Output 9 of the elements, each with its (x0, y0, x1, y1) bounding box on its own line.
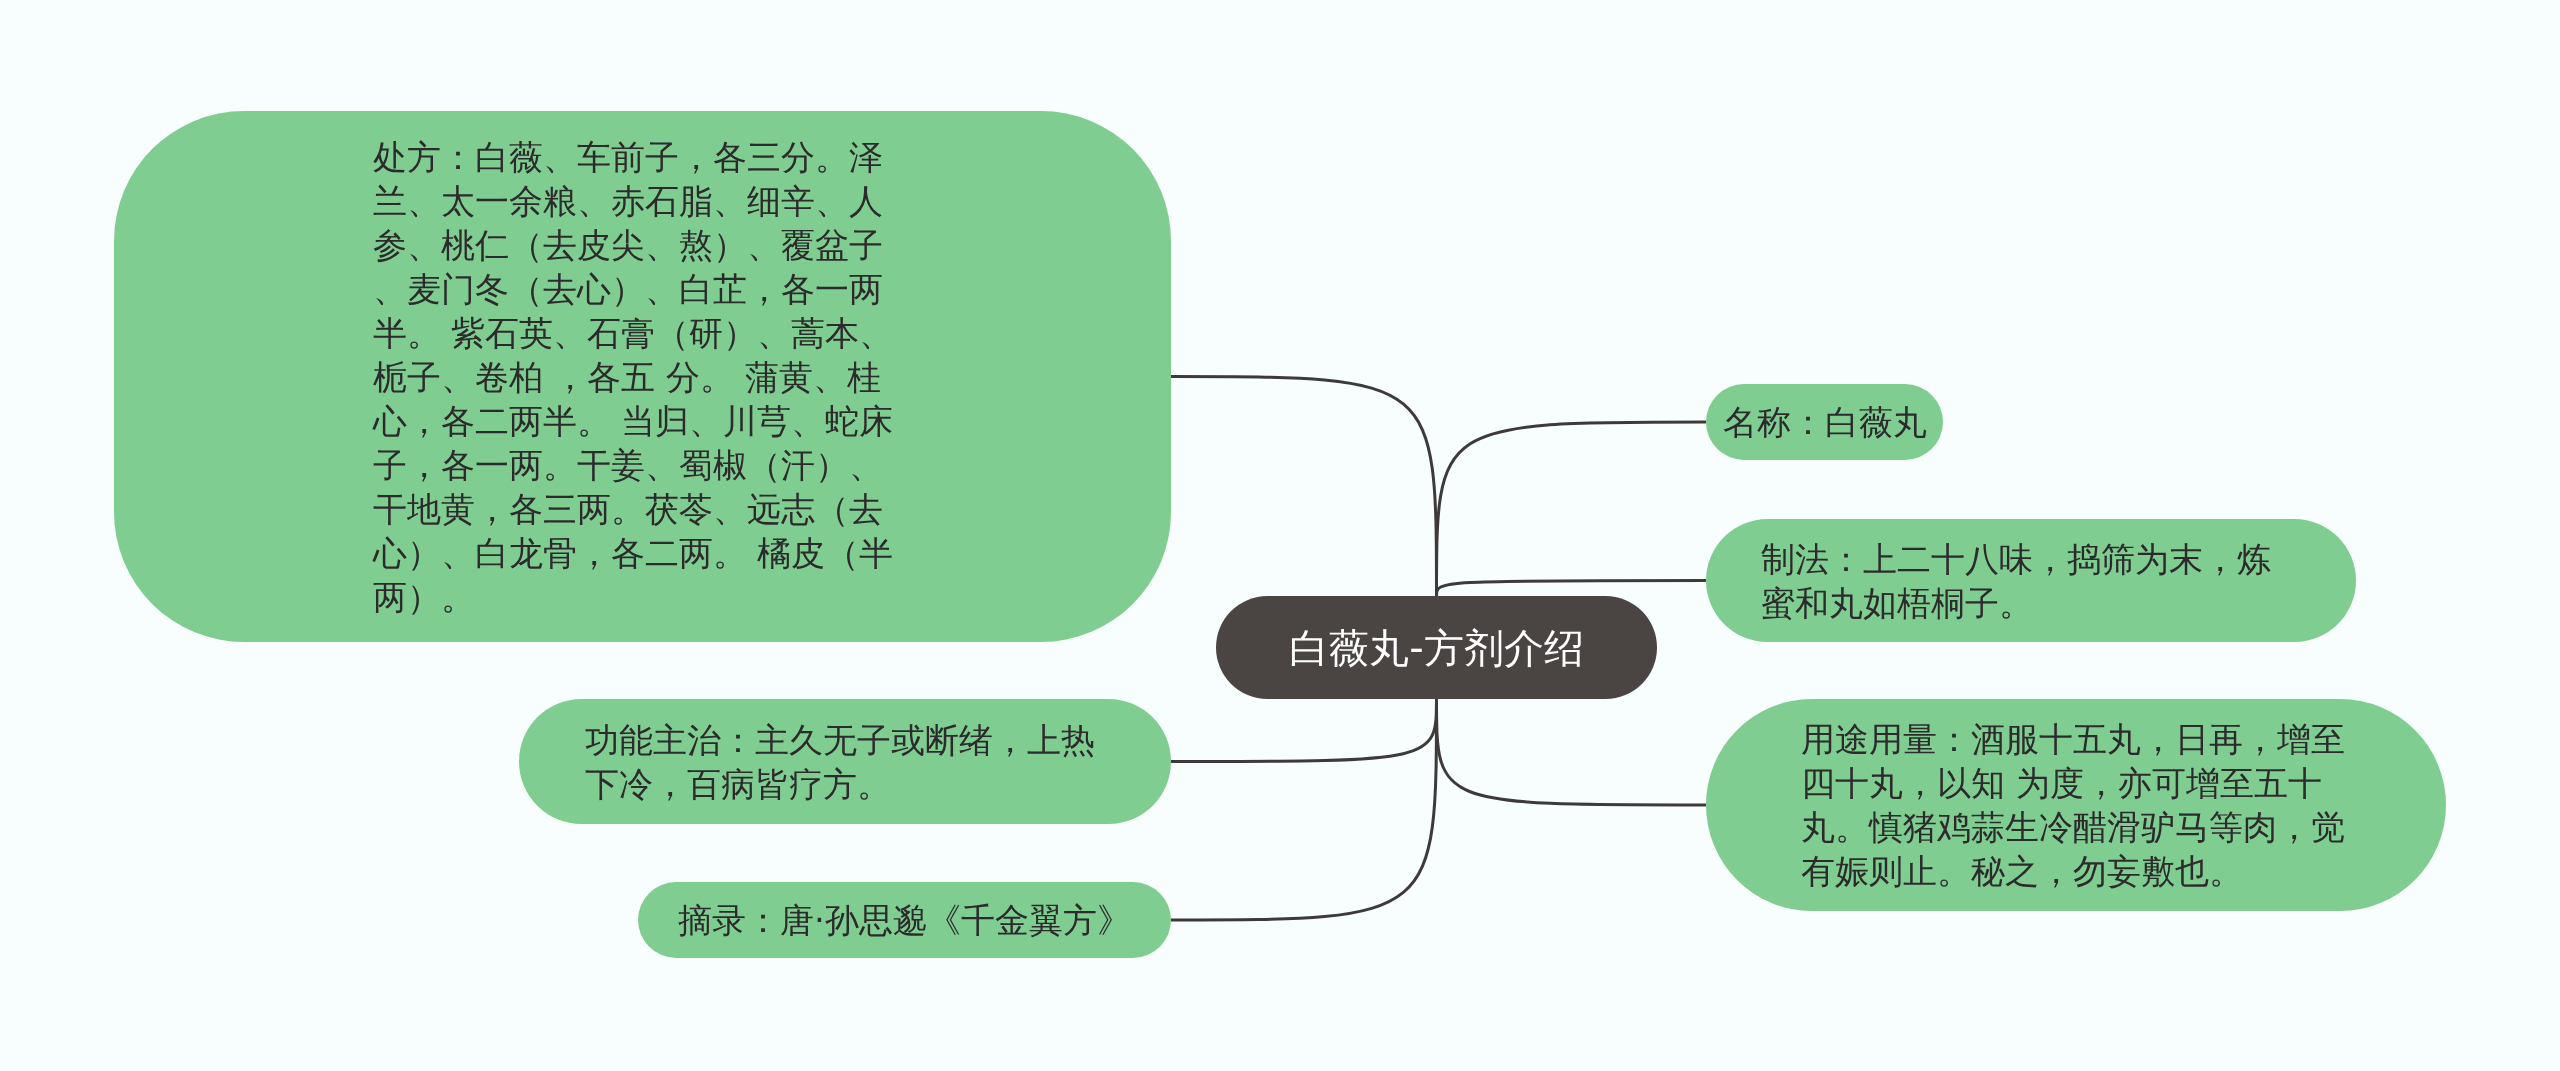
topic-pill: 制法：上二十八味，捣筛为末，炼蜜和丸如梧桐子。 (1706, 519, 2356, 642)
connector (1435, 579, 1706, 597)
topic-pill: 用途用量：酒服十五丸，日再，增至四十丸，以知 为度，亦可增至五十丸。慎猪鸡蒜生冷醋滑驴马等肉，觉有娠则止。秘之，勿妄敷也。 (1706, 699, 2446, 911)
connector (1435, 699, 1706, 807)
topic-pill: 名称：白薇丸 (1706, 384, 1943, 460)
central-topic: 白薇丸-方剂介绍 (1216, 596, 1657, 699)
topic-pill: 处方：白薇、车前子，各三分。泽兰、太一余粮、赤石脂、细辛、人参、桃仁（去皮尖、熬）、覆盆子、麦门冬（去心）、白芷，各一两半。 紫石英、石膏（研）、蒿本、栀子、卷柏 ，各五 分。 蒲黄、桂心，各二两半。 当归、川芎、蛇床子，各一两。干姜、蜀椒（汗）、干地黄，各三两。茯苓、远志（去心）、白龙骨，各二两。 橘皮（半两）。 (114, 111, 1171, 642)
topic-pill: 摘录：唐·孙思邈《千金翼方》 (638, 882, 1171, 958)
topic-pill: 功能主治：主久无子或断绪，上热下冷，百病皆疗方。 (519, 699, 1171, 824)
